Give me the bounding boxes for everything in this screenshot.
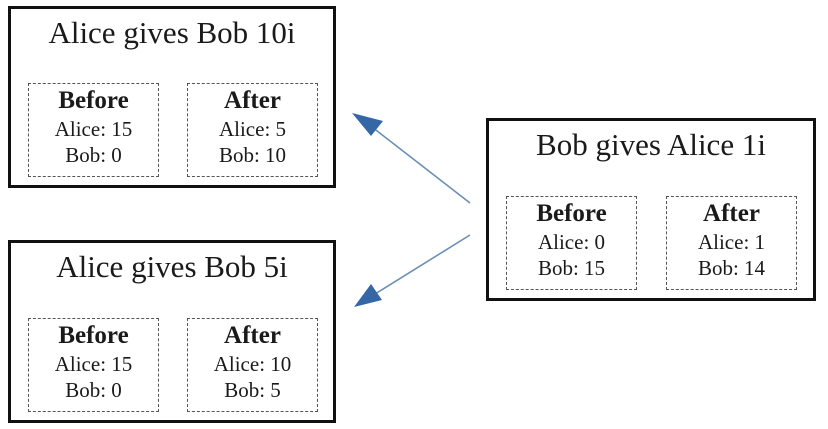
alice-balance: Alice: 15 (54, 117, 133, 141)
alice-balance: Alice: 15 (54, 352, 133, 376)
before-label: Before (58, 87, 129, 114)
before-label: Before (58, 322, 129, 349)
arrow-to-tx1-head (352, 113, 383, 136)
after-label: After (224, 322, 281, 349)
alice-balance: Alice: 10 (213, 352, 292, 376)
after-state-box: After Alice: 1 Bob: 14 (666, 196, 797, 290)
transaction-title: Alice gives Bob 10i (48, 15, 296, 50)
bob-balance: Bob: 15 (537, 256, 606, 280)
after-state-box: After Alice: 10 Bob: 5 (187, 318, 318, 412)
alice-balance: Alice: 0 (537, 230, 606, 254)
bob-balance: Bob: 14 (697, 256, 766, 280)
arrow-to-tx2-shaft (374, 234, 471, 295)
transaction-box-bob-gives-alice-1i: Bob gives Alice 1i Before Alice: 0 Bob: … (486, 118, 816, 301)
after-label: After (224, 87, 281, 114)
transaction-box-alice-gives-bob-10i: Alice gives Bob 10i Before Alice: 15 Bob… (8, 6, 336, 188)
before-label: Before (536, 200, 607, 227)
before-state-box: Before Alice: 0 Bob: 15 (506, 196, 637, 290)
bob-balance: Bob: 10 (218, 143, 287, 167)
bob-balance: Bob: 0 (65, 143, 122, 167)
after-state-box: After Alice: 5 Bob: 10 (187, 83, 318, 177)
bob-balance: Bob: 0 (65, 378, 122, 402)
transaction-title: Alice gives Bob 5i (56, 249, 288, 284)
arrow-to-tx1-shaft (371, 126, 471, 204)
before-state-box: Before Alice: 15 Bob: 0 (28, 318, 159, 412)
transaction-box-alice-gives-bob-5i: Alice gives Bob 5i Before Alice: 15 Bob:… (8, 240, 336, 423)
alice-balance: Alice: 1 (697, 230, 766, 254)
alice-balance: Alice: 5 (218, 117, 287, 141)
transaction-title: Bob gives Alice 1i (536, 127, 766, 162)
arrow-to-tx2-head (354, 284, 382, 307)
before-state-box: Before Alice: 15 Bob: 0 (28, 83, 159, 177)
bob-balance: Bob: 5 (224, 378, 281, 402)
after-label: After (703, 200, 760, 227)
